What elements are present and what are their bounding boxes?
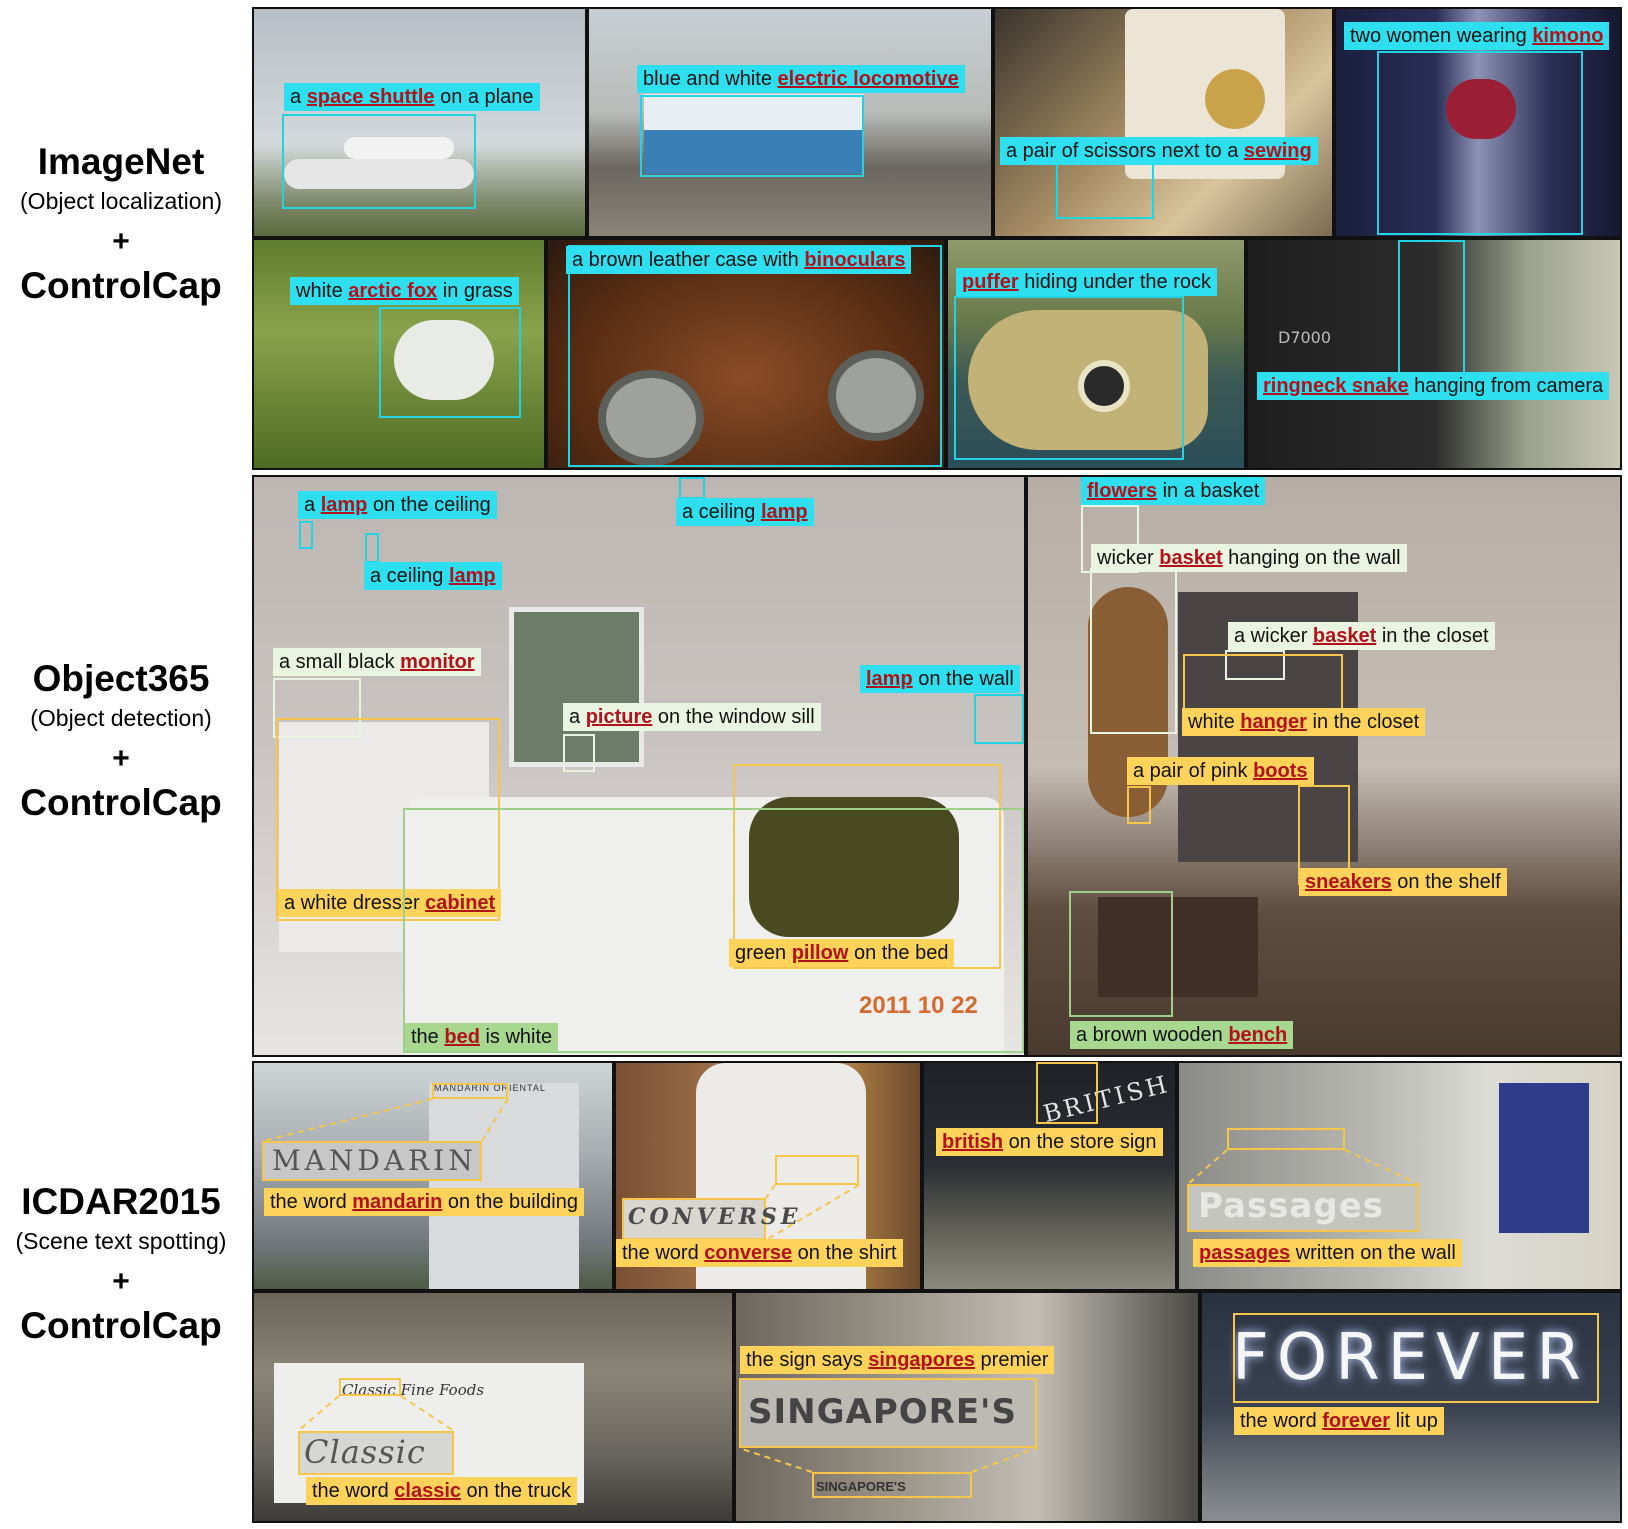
photo-sewing — [993, 7, 1334, 238]
task-name: (Scene text spotting) — [15, 1228, 227, 1254]
caption-monitor: a small black monitor — [273, 648, 481, 676]
method-name: ControlCap — [20, 265, 222, 306]
bbox-classic-zoom — [298, 1431, 454, 1475]
photo-locomotive — [587, 7, 993, 238]
caption-sewing: a pair of scissors next to a sewing — [1000, 137, 1318, 165]
row-label-icdar2015: ICDAR2015 (Scene text spotting) + Contro… — [0, 1180, 242, 1348]
passages-zoom-text: Passages — [1198, 1186, 1385, 1226]
caption-lamp-1: a lamp on the ceiling — [298, 491, 497, 519]
method-name: ControlCap — [20, 1305, 222, 1346]
bbox-binoculars — [568, 245, 942, 467]
bbox-passages-zoom — [1187, 1184, 1419, 1232]
bbox-british — [1036, 1062, 1098, 1124]
caption-bed: the bed is white — [405, 1023, 559, 1051]
bbox-singapore-zoom — [739, 1378, 1037, 1448]
bbox-picture — [563, 734, 595, 772]
bbox-passages-small — [1227, 1128, 1345, 1150]
bbox-converse-small — [775, 1155, 859, 1185]
bbox-flowers — [1081, 505, 1139, 573]
bbox-kimono — [1377, 51, 1583, 235]
photo-snake-camera: D7000 — [1246, 238, 1622, 470]
bbox-mandarin-small — [432, 1083, 508, 1099]
caption-boots: a pair of pink boots — [1127, 757, 1314, 785]
row-label-imagenet: ImageNet (Object localization) + Control… — [0, 140, 242, 308]
caption-basket-wall: wicker basket hanging on the wall — [1091, 544, 1407, 572]
forever-sign-text: FOREVER — [1232, 1321, 1589, 1395]
caption-locomotive: blue and white electric locomotive — [637, 65, 965, 93]
bbox-lamp-wall — [974, 694, 1024, 744]
caption-hanger: white hanger in the closet — [1182, 708, 1426, 736]
bbox-mandarin-zoom — [262, 1141, 482, 1181]
bbox-puffer — [954, 296, 1184, 460]
caption-classic: the word classic on the truck — [306, 1477, 578, 1505]
caption-mandarin: the word mandarin on the building — [264, 1188, 584, 1216]
bbox-hanger — [1183, 654, 1343, 714]
photo-date-stamp: 2011 10 22 — [859, 992, 978, 1019]
caption-flowers: flowers in a basket — [1081, 477, 1266, 505]
caption-lamp-3: a ceiling lamp — [676, 498, 814, 526]
method-name: ControlCap — [20, 782, 222, 823]
caption-puffer: puffer hiding under the rock — [956, 268, 1218, 296]
singapore-sign-small: SINGAPORE'S — [816, 1479, 906, 1494]
caption-lamp-wall: lamp on the wall — [860, 665, 1020, 693]
plus-sign: + — [112, 225, 130, 258]
caption-binoculars: a brown leather case with binoculars — [566, 246, 912, 274]
bbox-arctic-fox — [379, 307, 521, 418]
photo-british: BRITISH — [922, 1061, 1177, 1291]
caption-lamp-2: a ceiling lamp — [364, 562, 502, 590]
caption-bench: a brown wooden bench — [1070, 1021, 1294, 1049]
camera-model-text: D7000 — [1278, 328, 1332, 347]
bbox-cabinet — [276, 718, 500, 921]
task-name: (Object localization) — [20, 188, 222, 214]
caption-arctic-fox: white arctic fox in grass — [290, 277, 519, 305]
caption-british: british on the store sign — [936, 1128, 1163, 1156]
dataset-name: Object365 — [32, 658, 210, 699]
caption-picture: a picture on the window sill — [563, 703, 821, 731]
task-name: (Object detection) — [30, 705, 212, 731]
bbox-lamp-1 — [299, 521, 313, 549]
caption-converse: the word converse on the shirt — [616, 1239, 903, 1267]
plus-sign: + — [112, 742, 130, 775]
dataset-name: ImageNet — [37, 141, 205, 182]
bbox-basket-wall — [1090, 568, 1177, 734]
caption-snake: ringneck snake hanging from camera — [1257, 372, 1610, 400]
converse-zoom-text: CONVERSE — [628, 1204, 802, 1230]
photo-space-shuttle — [252, 7, 587, 238]
row-label-object365: Object365 (Object detection) + ControlCa… — [0, 657, 242, 825]
bbox-bed — [403, 808, 1024, 1053]
bbox-lamp-3 — [679, 477, 705, 499]
bbox-converse-zoom — [622, 1198, 766, 1240]
caption-sneakers: sneakers on the shelf — [1299, 868, 1507, 896]
singapore-zoom-text: SINGAPORE'S — [748, 1392, 1017, 1432]
bbox-monitor — [273, 678, 361, 738]
mandarin-zoom-text: MANDARIN — [272, 1144, 477, 1177]
caption-kimono: two women wearing kimono — [1344, 22, 1610, 50]
bbox-scissors — [1056, 163, 1154, 219]
dataset-name: ICDAR2015 — [21, 1181, 221, 1222]
caption-cabinet: a white dresser cabinet — [278, 889, 502, 917]
bbox-bench — [1069, 891, 1173, 1017]
bbox-space-shuttle — [282, 114, 476, 209]
classic-zoom-text: Classic — [304, 1433, 426, 1471]
caption-passages: passages written on the wall — [1193, 1239, 1462, 1267]
caption-singapore: the sign says singapores premier — [740, 1346, 1055, 1374]
photo-binoculars — [546, 238, 946, 470]
bbox-classic-small — [339, 1378, 401, 1396]
bbox-boots — [1127, 786, 1151, 824]
bbox-pillow — [733, 764, 1001, 969]
bbox-locomotive — [640, 95, 864, 177]
plus-sign: + — [112, 1265, 130, 1298]
caption-pillow: green pillow on the bed — [729, 939, 955, 967]
caption-space-shuttle: a space shuttle on a plane — [284, 83, 540, 111]
bbox-forever — [1233, 1313, 1599, 1403]
bbox-lamp-2 — [365, 533, 379, 563]
mandarin-building-sign: MANDARIN ORIENTAL — [434, 1083, 546, 1093]
photo-arctic-fox — [252, 238, 546, 470]
bbox-basket-closet — [1225, 650, 1285, 680]
caption-basket-closet: a wicker basket in the closet — [1228, 622, 1495, 650]
bbox-singapore-small — [812, 1472, 972, 1498]
caption-forever: the word forever lit up — [1234, 1407, 1444, 1435]
